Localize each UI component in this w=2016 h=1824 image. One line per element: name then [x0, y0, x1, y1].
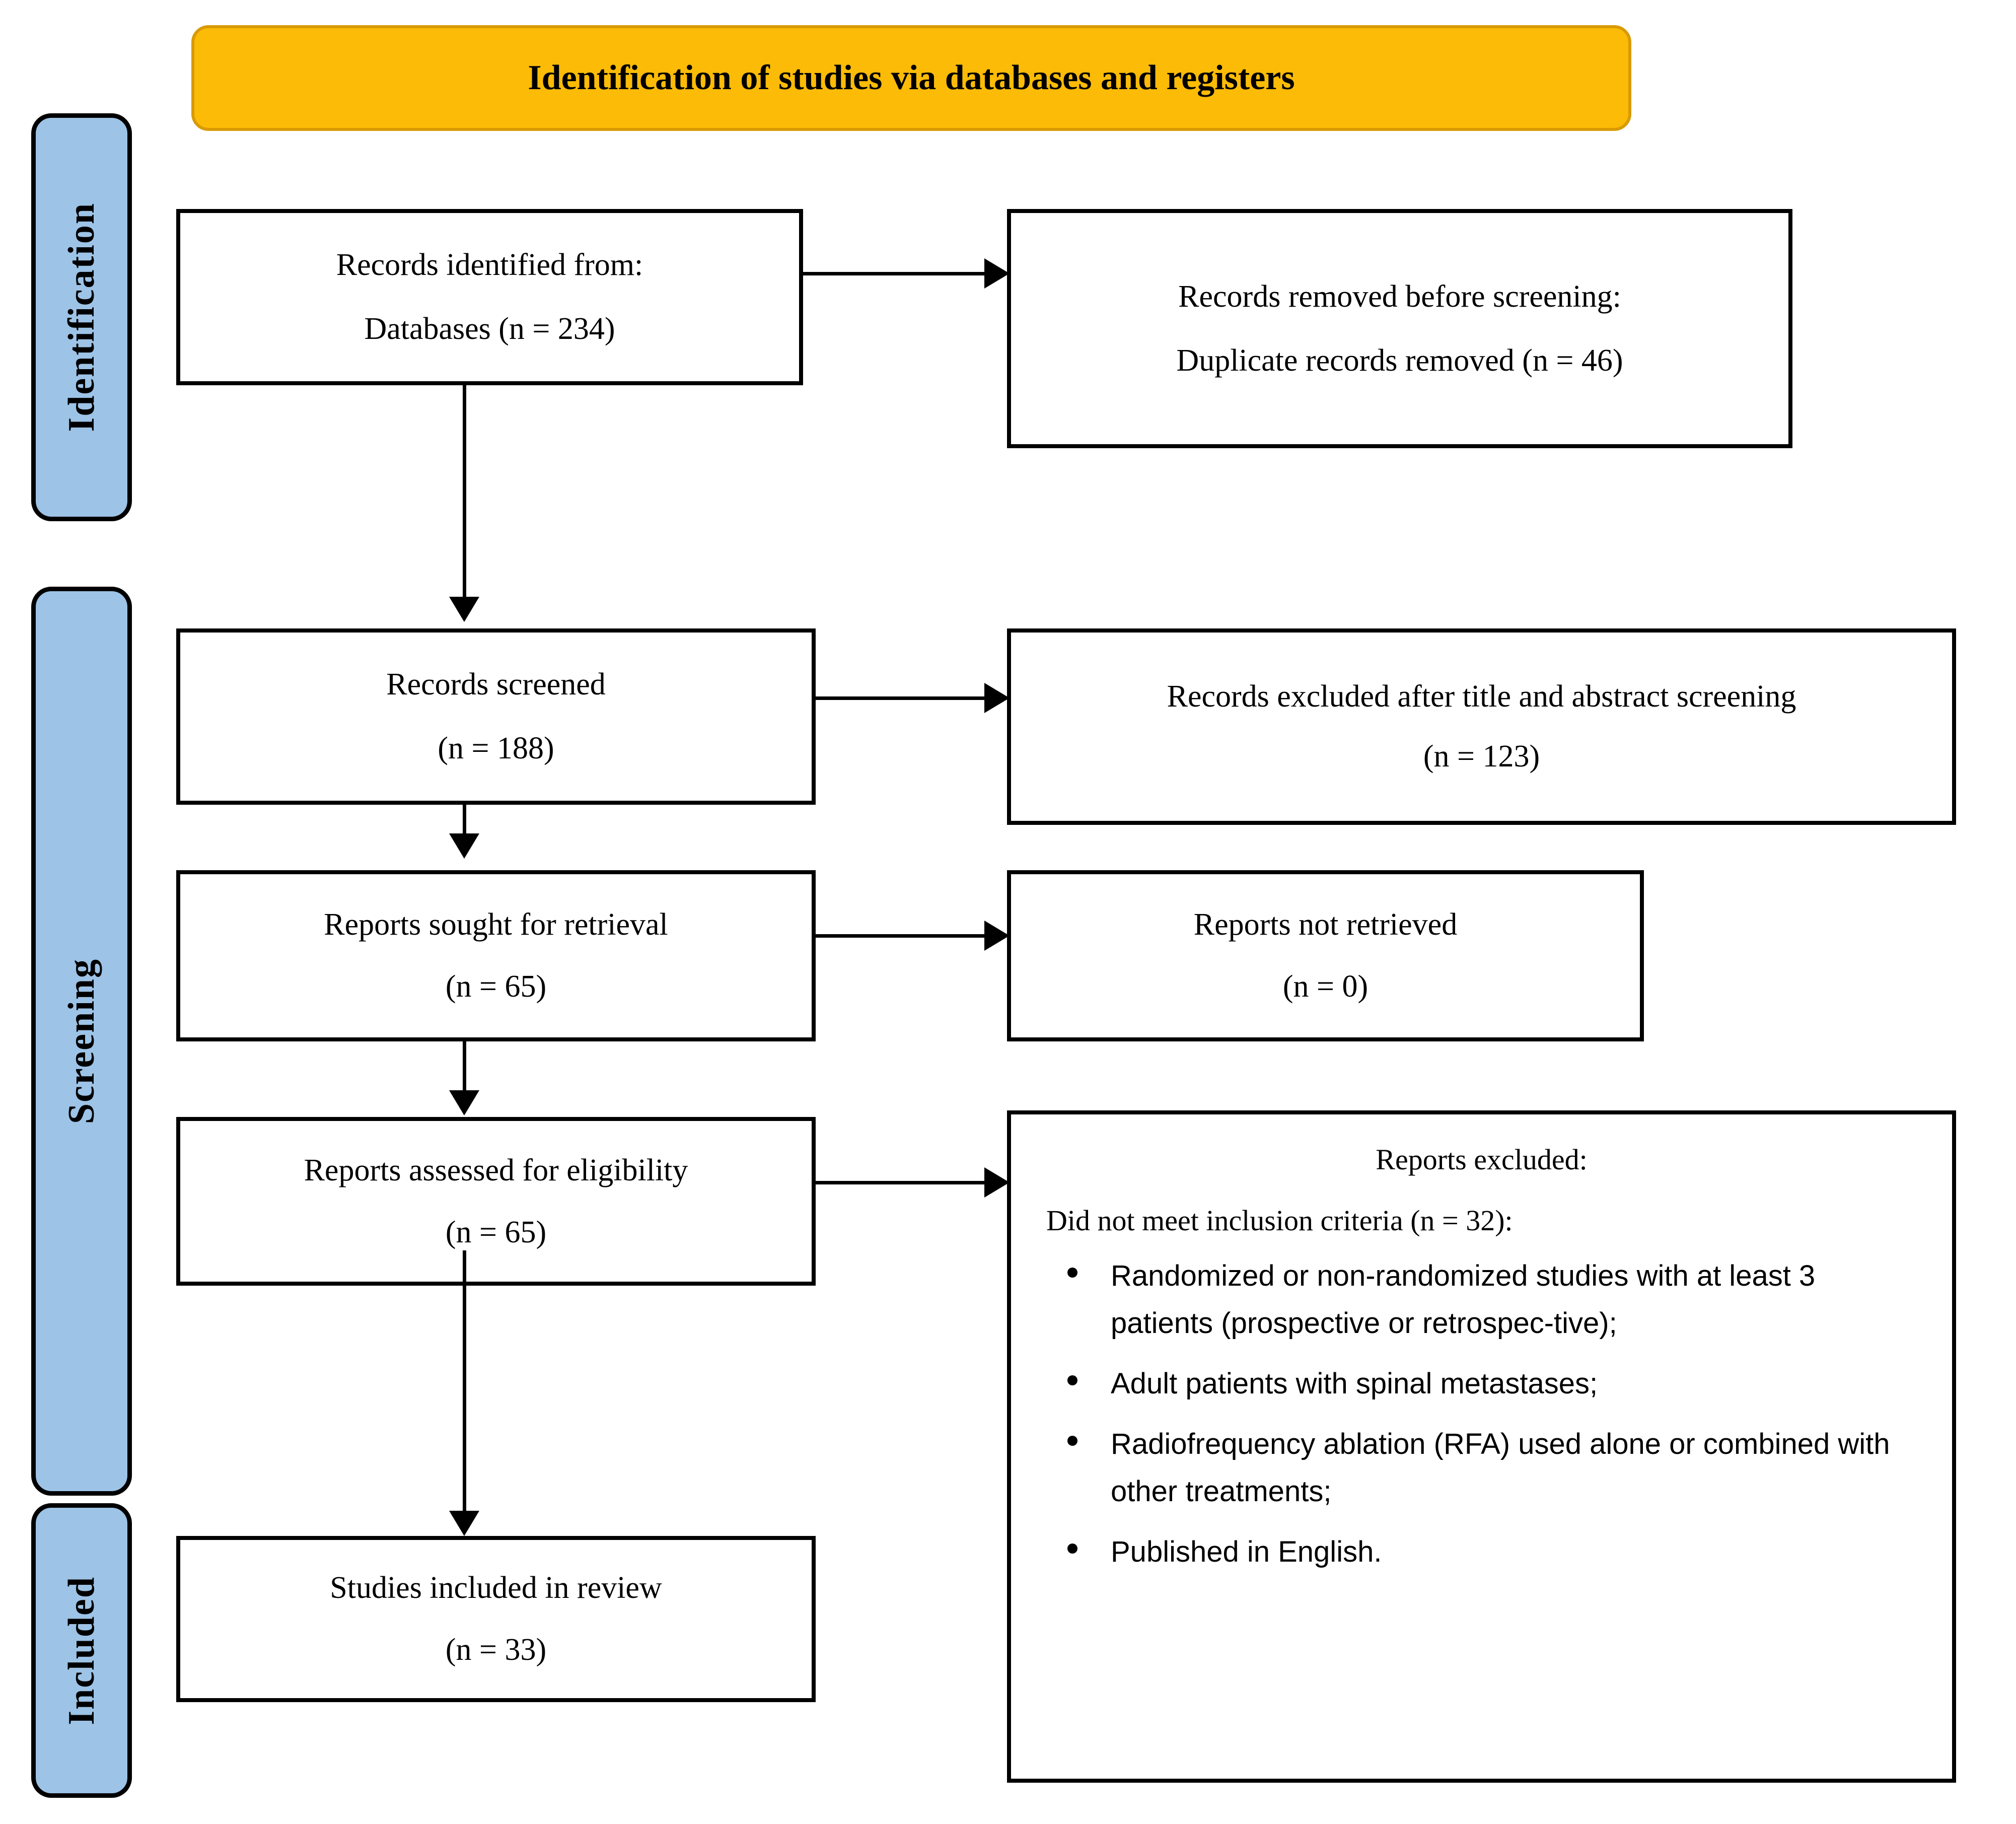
arrowhead-identified-to-screened — [449, 597, 479, 622]
arrowhead-assessed-to-included — [449, 1511, 479, 1536]
connector-assessed-to-included — [463, 1250, 466, 1530]
bullet-icon — [1067, 1543, 1077, 1554]
reports-excluded-subtitle: Did not meet inclusion criteria (n = 32)… — [1046, 1204, 1513, 1237]
reports-assessed-line1: Reports assessed for eligibility — [304, 1153, 688, 1187]
list-item: Published in English. — [1046, 1528, 1917, 1576]
connector-sought-to-notretrieved — [816, 934, 1004, 938]
inclusion-criteria-list: Randomized or non-randomized studies wit… — [1046, 1252, 1917, 1589]
records-excluded-line2: (n = 123) — [1423, 739, 1540, 774]
box-reports-assessed: Reports assessed for eligibility (n = 65… — [176, 1117, 816, 1286]
bullet-icon — [1067, 1268, 1077, 1278]
connector-assessed-to-reportsexcluded — [816, 1181, 1004, 1184]
reports-assessed-line2: (n = 65) — [445, 1215, 547, 1249]
reports-sought-line1: Reports sought for retrieval — [324, 907, 668, 942]
list-item: Radiofrequency ablation (RFA) used alone… — [1046, 1421, 1917, 1515]
arrowhead-sought-to-assessed — [449, 1090, 479, 1115]
records-excluded-line1: Records excluded after title and abstrac… — [1167, 679, 1796, 714]
box-reports-sought: Reports sought for retrieval (n = 65) — [176, 870, 816, 1041]
arrowhead-sought-to-notretrieved — [984, 921, 1010, 951]
criteria-text: Adult patients with spinal metastases; — [1111, 1367, 1598, 1400]
records-screened-line2: (n = 188) — [438, 731, 554, 765]
studies-included-line2: (n = 33) — [445, 1633, 547, 1667]
arrowhead-identified-to-removed — [984, 258, 1010, 289]
bullet-icon — [1067, 1436, 1077, 1446]
arrowhead-screened-to-excluded — [984, 683, 1010, 713]
arrowhead-screened-to-sought — [449, 833, 479, 859]
box-records-identified: Records identified from: Databases (n = … — [176, 209, 803, 385]
stage-label-included: Included — [60, 1576, 102, 1725]
connector-sought-to-assessed — [463, 1041, 466, 1102]
records-removed-line2: Duplicate records removed (n = 46) — [1176, 343, 1623, 378]
box-studies-included: Studies included in review (n = 33) — [176, 1536, 816, 1702]
box-records-screened: Records screened (n = 188) — [176, 628, 816, 805]
box-reports-excluded-detail: Reports excluded: Did not meet inclusion… — [1007, 1110, 1956, 1783]
box-reports-not-retrieved: Reports not retrieved (n = 0) — [1007, 870, 1644, 1041]
reports-not-retrieved-line2: (n = 0) — [1282, 969, 1369, 1004]
reports-not-retrieved-line1: Reports not retrieved — [1193, 907, 1458, 942]
connector-identified-to-removed — [803, 272, 1004, 275]
studies-included-line1: Studies included in review — [330, 1571, 662, 1605]
records-identified-line1: Records identified from: — [336, 248, 643, 282]
connector-screened-to-sought — [463, 805, 466, 840]
stage-tab-identification: Identification — [31, 113, 132, 521]
stage-tab-included: Included — [31, 1503, 132, 1798]
records-identified-line2: Databases (n = 234) — [364, 312, 615, 346]
diagram-title-text: Identification of studies via databases … — [528, 58, 1295, 97]
records-removed-line1: Records removed before screening: — [1178, 279, 1621, 314]
stage-tab-screening: Screening — [31, 587, 132, 1496]
criteria-text: Published in English. — [1111, 1535, 1382, 1568]
records-screened-line1: Records screened — [386, 667, 606, 701]
reports-sought-line2: (n = 65) — [445, 969, 547, 1004]
box-records-excluded-screening: Records excluded after title and abstrac… — [1007, 628, 1956, 825]
list-item: Randomized or non-randomized studies wit… — [1046, 1252, 1917, 1347]
list-item: Adult patients with spinal metastases; — [1046, 1360, 1917, 1408]
stage-label-screening: Screening — [60, 958, 102, 1125]
connector-identified-to-screened — [463, 385, 466, 617]
diagram-title-banner: Identification of studies via databases … — [191, 25, 1631, 131]
criteria-text: Randomized or non-randomized studies wit… — [1111, 1259, 1816, 1340]
arrowhead-assessed-to-reportsexcluded — [984, 1167, 1010, 1198]
box-records-removed: Records removed before screening: Duplic… — [1007, 209, 1792, 448]
criteria-text: Radiofrequency ablation (RFA) used alone… — [1111, 1427, 1890, 1508]
reports-excluded-title: Reports excluded: — [1376, 1143, 1588, 1176]
connector-screened-to-excluded — [816, 696, 1004, 700]
stage-label-identification: Identification — [60, 202, 102, 432]
bullet-icon — [1067, 1375, 1077, 1386]
